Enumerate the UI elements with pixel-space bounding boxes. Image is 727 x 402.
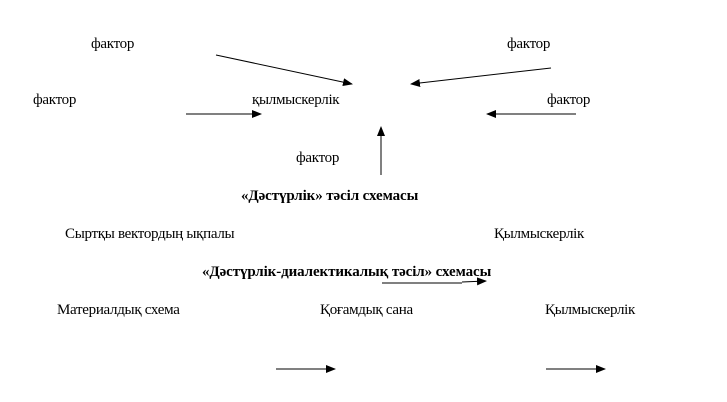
scheme3-item2: Қоғамдық сана xyxy=(320,302,413,318)
arrow-top-right xyxy=(410,67,552,87)
arrow-title xyxy=(461,277,487,286)
center-label: қылмыскерлік xyxy=(252,92,340,108)
arrow-top-left xyxy=(215,54,353,87)
factor-bottom: фактор xyxy=(296,150,340,166)
scheme3-item1: Материалдық схема xyxy=(57,302,180,318)
factor-right: фактор xyxy=(547,92,591,108)
factor-top-left: фактор xyxy=(91,36,135,52)
factor-left: фактор xyxy=(33,92,77,108)
scheme2-right: Қылмыскерлік xyxy=(494,226,585,242)
scheme2-left: Сыртқы вектордың ықпалы xyxy=(65,226,235,242)
factor-top-right: фактор xyxy=(507,36,551,52)
scheme1-title: «Дәстүрлік» тәсіл схемасы xyxy=(241,188,419,204)
scheme3-item3: Қылмыскерлік xyxy=(545,302,636,318)
scheme2-title: «Дәстүрлік-диалектикалық тәсіл» схемасы xyxy=(202,264,492,280)
